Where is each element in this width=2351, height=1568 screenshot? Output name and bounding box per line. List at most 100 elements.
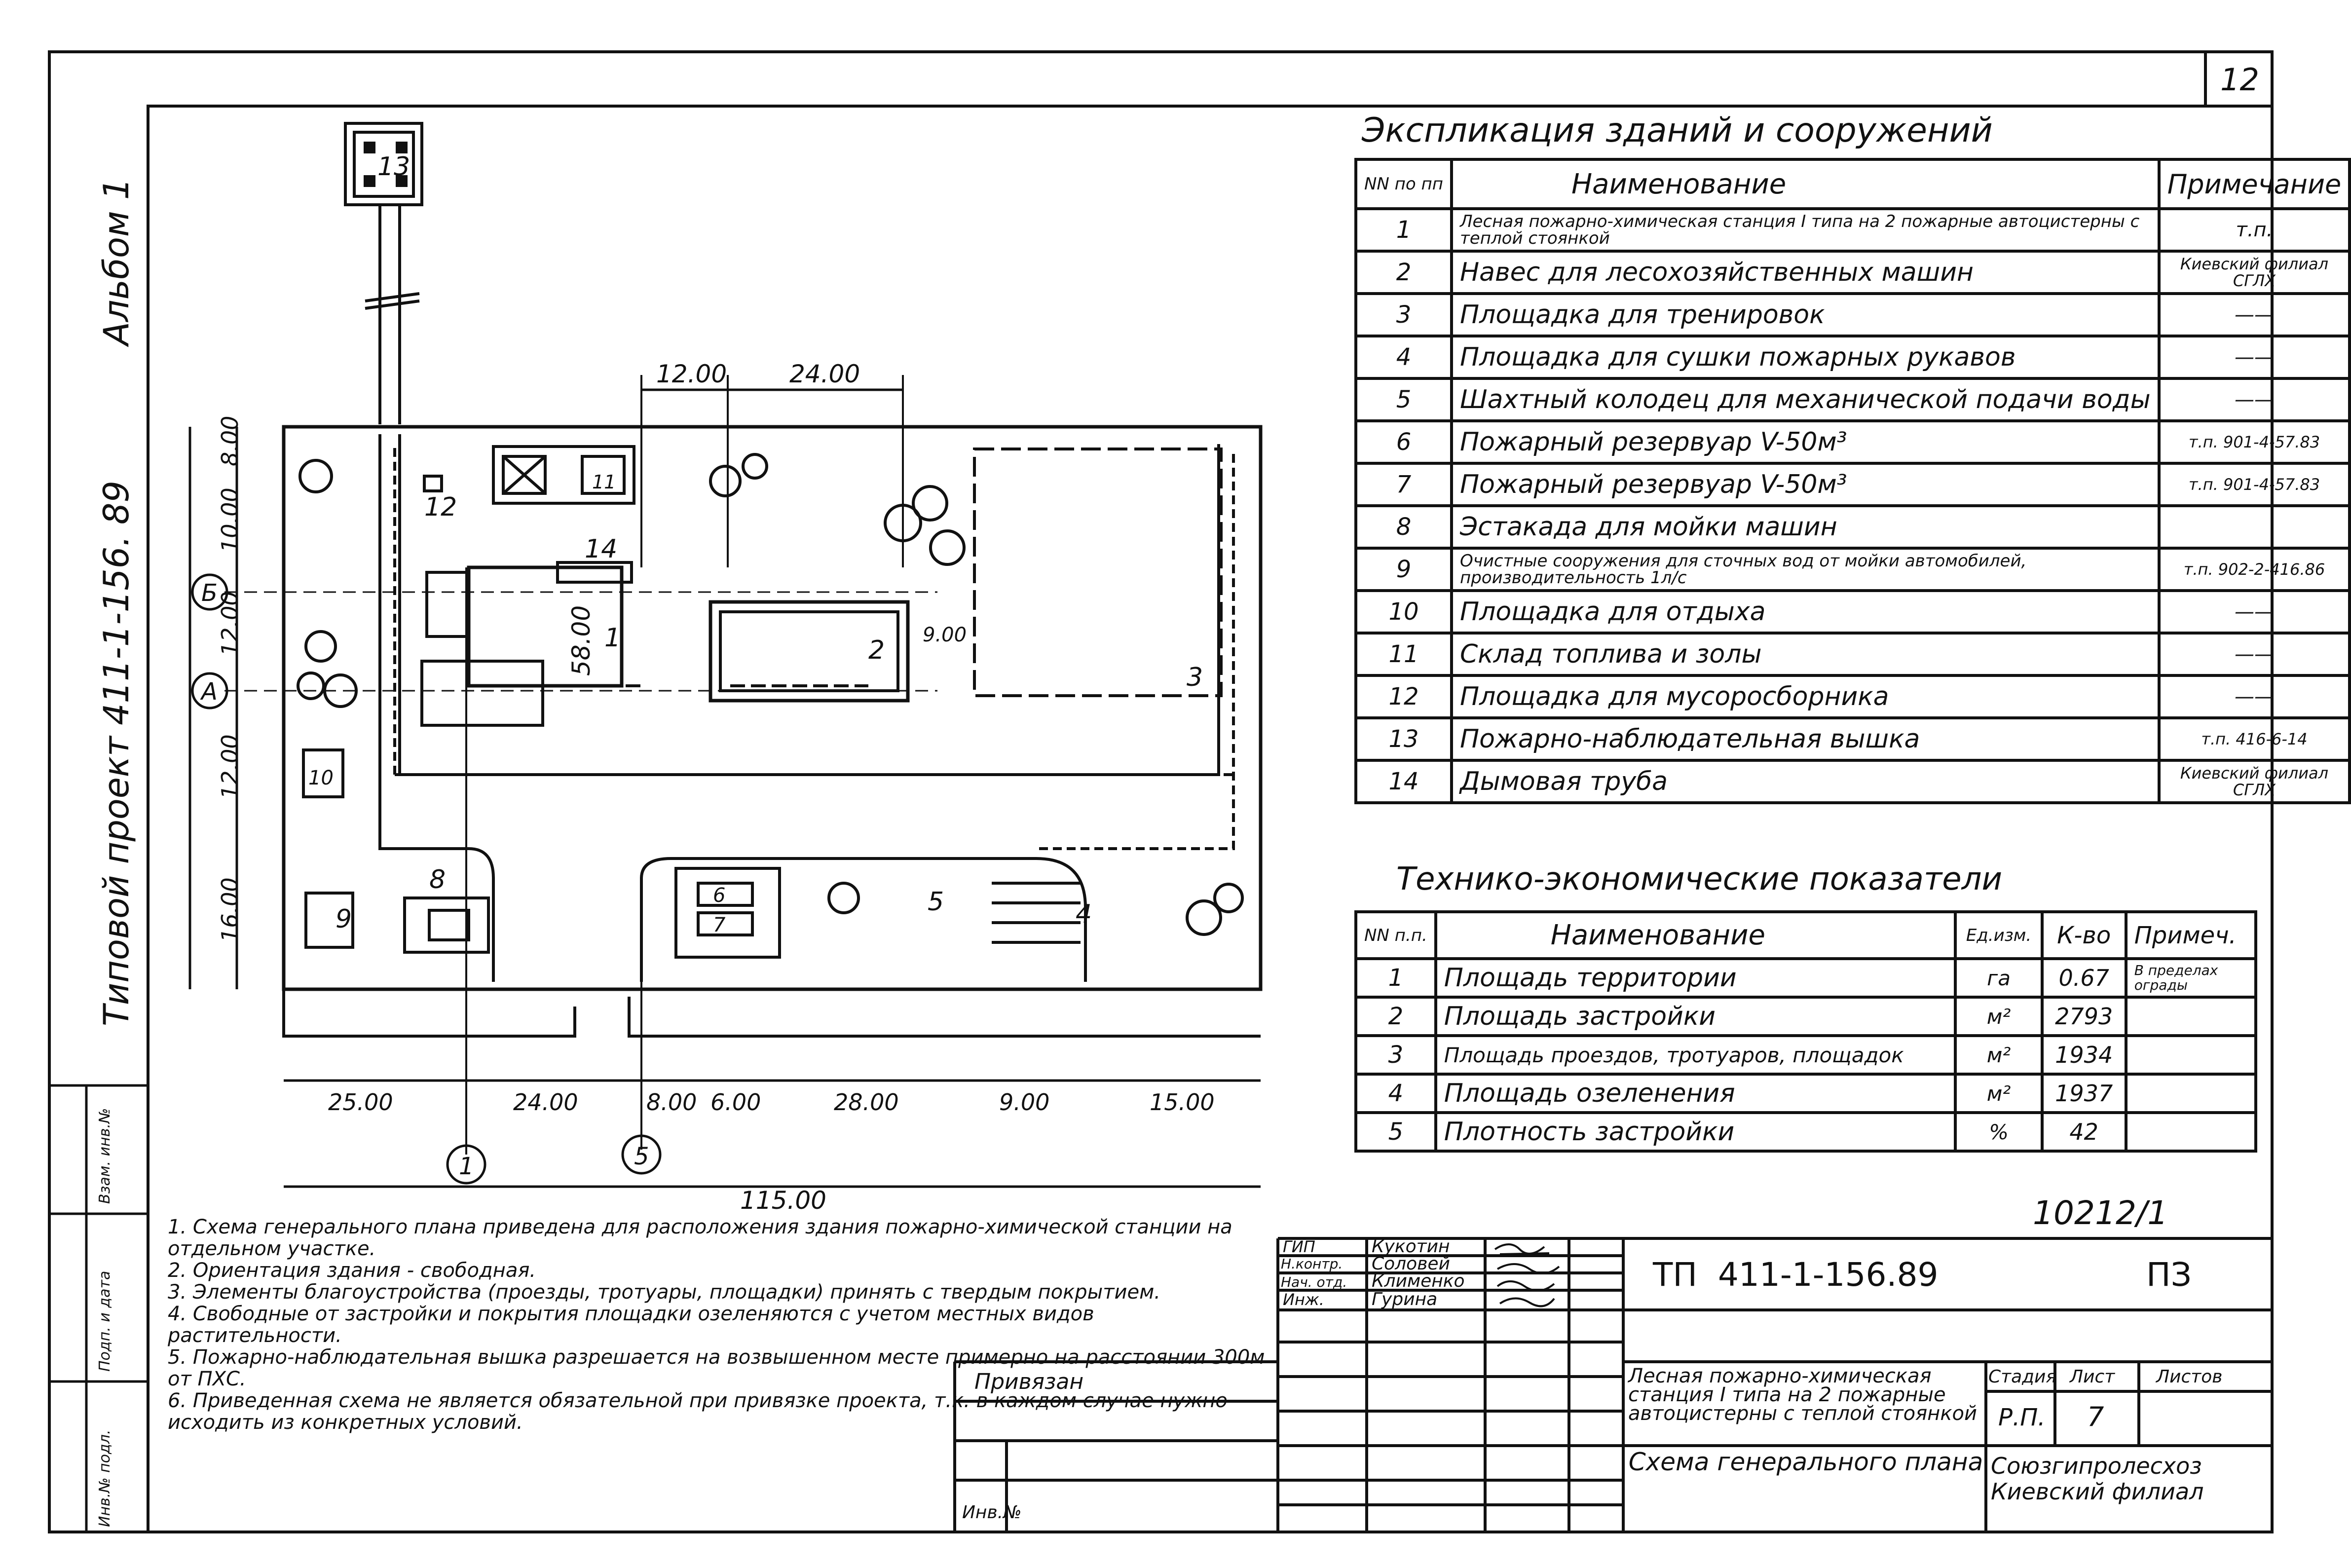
row-no: 5 [1354, 1111, 1437, 1153]
col-header-qty: К-во [2040, 910, 2127, 960]
row-qty: 2793 [2040, 996, 2127, 1037]
row-note: т.п. 901-4-57.83 [2157, 419, 2351, 465]
row-no: 4 [1354, 1073, 1437, 1114]
row-name: Пожарный резервуар V-50м³ [1450, 419, 2161, 465]
col-header-note: Примечание [2157, 158, 2351, 210]
tech-title: Технико-экономические показатели [1396, 861, 2003, 897]
row-no: 9 [1354, 547, 1453, 592]
plan-label: 11 [592, 471, 616, 493]
row-name: Площадь озеленения [1434, 1073, 1957, 1114]
org-name: Союзгипролесхоз Киевский филиал [1991, 1453, 2204, 1505]
row-name: Дымовая труба [1450, 759, 2161, 804]
row-note: —— [2157, 589, 2351, 635]
axis-label: 1 [459, 1153, 474, 1180]
plan-label: 7 [713, 914, 726, 936]
row-no: 1 [1354, 207, 1453, 253]
plan-label: 1 [604, 623, 621, 653]
stamp-description: Лесная пожарно-химическая станция I типа… [1628, 1365, 1977, 1425]
note-item: 4. Свободные от застройки и покрытия пло… [168, 1303, 1094, 1347]
notes: 1. Схема генерального плана приведена дл… [168, 1216, 1273, 1433]
dim-total-h: 58.00 [567, 605, 596, 676]
row-name: Очистные сооружения для сточных вод от м… [1450, 547, 2161, 592]
col-header-no: NN по пп [1354, 158, 1453, 210]
dim-inner: 9.00 [923, 624, 967, 646]
signatures [1494, 1243, 1560, 1307]
plan-label: 5 [928, 887, 944, 917]
role-nachotd: Нач. отд. [1281, 1274, 1347, 1290]
axis-marker [191, 573, 228, 611]
row-note: Киевский филиал СГЛХ [2157, 250, 2351, 295]
dim-bottom: 25.00 [328, 1089, 393, 1116]
row-no: 11 [1354, 632, 1453, 677]
row-name: Склад топлива и золы [1450, 632, 2161, 677]
row-note: —— [2157, 377, 2351, 422]
row-unit: га [1954, 957, 2044, 999]
name-gip: Кукотин [1372, 1236, 1450, 1257]
row-note: —— [2157, 632, 2351, 677]
col-header-unit: Ед.изм. [1954, 910, 2044, 960]
row-qty: 42 [2040, 1111, 2127, 1153]
note-item: 5. Пожарно-наблюдательная вышка разрешае… [168, 1346, 1265, 1390]
note-item: 2. Ориентация здания - свободная. [168, 1259, 536, 1282]
plan-label: 4 [1076, 899, 1092, 929]
axis-label: А [200, 678, 218, 706]
dim-left: 12.00 [217, 734, 243, 799]
row-no: 12 [1354, 674, 1453, 719]
role-gip: ГИП [1283, 1237, 1315, 1256]
axis-label: Б [201, 579, 218, 607]
row-qty: 1937 [2040, 1073, 2127, 1114]
sheet-value: 7 [2087, 1401, 2104, 1432]
dim-bottom: 24.00 [513, 1089, 578, 1116]
dim-left: 8.00 [217, 416, 243, 466]
dim-top: 12.00 [656, 360, 727, 388]
plan-label: 13 [377, 152, 410, 182]
project-code: ТП 411-1-156.89 [1653, 1256, 1939, 1294]
row-name: Площадка для сушки пожарных рукавов [1450, 335, 2161, 380]
explication-title: Экспликация зданий и сооружений [1362, 111, 1993, 150]
row-note: т.п. 416-6-14 [2157, 716, 2351, 762]
axis-marker [621, 1134, 662, 1175]
col-header-name: Наименование [1450, 158, 2161, 210]
dim-bottom: 28.00 [834, 1089, 899, 1116]
row-no: 7 [1354, 462, 1453, 507]
row-unit: % [1954, 1111, 2044, 1153]
row-name: Площадка для отдыха [1450, 589, 2161, 635]
row-unit: м² [1954, 1073, 2044, 1114]
row-note: т.п. 902-2-416.86 [2157, 547, 2351, 592]
tech-table: NN п.п. Наименование Ед.изм. К-во Примеч… [1354, 910, 2258, 1153]
row-no: 6 [1354, 419, 1453, 465]
row-note: Киевский филиал СГЛХ [2157, 759, 2351, 804]
inv-label: Инв.№ [962, 1502, 1022, 1523]
row-name: Площадь территории [1434, 957, 1957, 999]
row-note: В пределах ограды [2124, 957, 2258, 999]
role-ncontr: Н.контр. [1281, 1256, 1343, 1272]
row-note [2124, 1034, 2258, 1076]
row-name: Шахтный колодец для механической подачи … [1450, 377, 2161, 422]
dim-left: 10.00 [217, 487, 243, 553]
row-no: 5 [1354, 377, 1453, 422]
plan-label: 6 [713, 884, 725, 907]
name-inzh: Гурина [1372, 1289, 1438, 1309]
row-qty: 0.67 [2040, 957, 2127, 999]
row-name: Пожарно-наблюдательная вышка [1450, 716, 2161, 762]
sheet-code: ПЗ [2146, 1256, 2192, 1294]
drawing-title: Схема генерального плана [1628, 1448, 1983, 1476]
row-unit: м² [1954, 996, 2044, 1037]
row-note: т.п. 901-4-57.83 [2157, 462, 2351, 507]
row-name: Навес для лесохозяйственных машин [1450, 250, 2161, 295]
dim-bottom: 6.00 [710, 1089, 761, 1116]
row-name: Плотность застройки [1434, 1111, 1957, 1153]
row-note [2124, 996, 2258, 1037]
plan-axes [191, 573, 662, 1185]
